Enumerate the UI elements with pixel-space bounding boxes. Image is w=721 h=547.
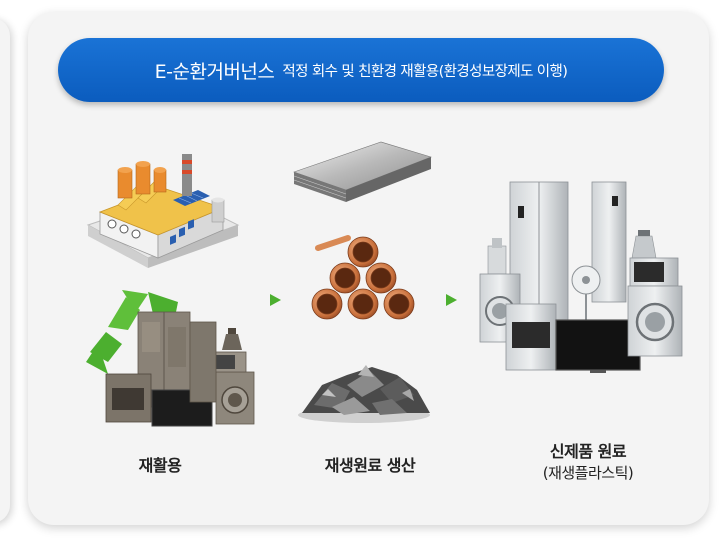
- copper-pipes-illustration: [311, 235, 415, 320]
- caption-products: 신제품 원료: [549, 442, 627, 461]
- caption-products-sub: (재생플라스틱): [542, 464, 634, 482]
- factory-illustration: [86, 154, 240, 268]
- old-appliances-recycle-illustration: [86, 290, 255, 427]
- banner-subtitle: 적정 회수 및 친환경 재활용(환경성보장제도 이행): [282, 63, 568, 80]
- steel-sheets-illustration: [293, 141, 432, 202]
- caption-materials: 재생원료 생산: [324, 456, 416, 475]
- caption-recycle: 재활용: [138, 456, 182, 475]
- title-banner: E-순환거버넌스 적정 회수 및 친환경 재활용(환경성보장제도 이행): [58, 38, 664, 102]
- arrow-materials-to-products: [446, 294, 457, 306]
- banner-title: E-순환거버넌스: [154, 60, 275, 83]
- new-appliances-illustration: [479, 181, 683, 373]
- arrow-recycle-to-materials: [270, 294, 281, 306]
- previous-card-edge: [0, 18, 10, 523]
- scrap-pile-illustration: [298, 365, 430, 423]
